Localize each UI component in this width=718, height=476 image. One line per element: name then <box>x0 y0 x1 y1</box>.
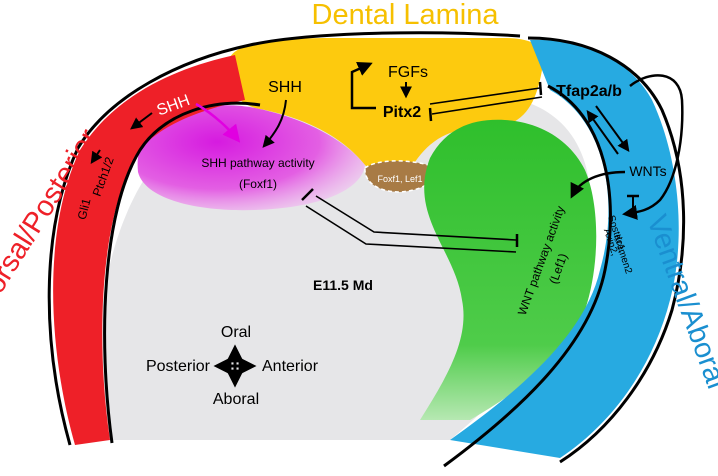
compass-aboral-label: Aboral <box>213 391 259 408</box>
fgfs-label: FGFs <box>388 64 428 81</box>
pitx2-inhibits-tfap2 <box>429 87 541 105</box>
ventral-band-edge <box>443 84 612 468</box>
stage-label: E11.5 Md <box>313 277 373 293</box>
dorsal-band-inner-edge <box>103 101 261 444</box>
tfap2-to-wnts-arrow <box>595 105 630 152</box>
knot-label: Foxf1, Lef1 <box>377 174 422 184</box>
shh-lamina-label: SHH <box>268 79 302 96</box>
wnt-inhibits-shh-bar <box>301 188 314 201</box>
pitx2-inhibits-tfap2-bar <box>538 81 543 96</box>
shh-activity-region <box>137 105 365 211</box>
compass-anterior-label: Anterior <box>262 358 319 375</box>
orientation-compass <box>213 344 257 388</box>
shh-inhibits-wnt <box>315 195 517 241</box>
wnts-to-wnt-activity-arrow <box>570 170 626 199</box>
ventral-band-outer-edge <box>527 36 686 464</box>
dental-lamina-title: Dental Lamina <box>312 0 500 31</box>
pitx2-label: Pitx2 <box>383 104 421 121</box>
foxf1-label: (Foxf1) <box>239 177 277 191</box>
wnts-to-tfap2-arrow <box>586 110 619 155</box>
wnts-label: WNTs <box>629 163 666 179</box>
shh-lamina-to-activity-arrow <box>262 99 287 148</box>
tfap2-label: Tfap2a/b <box>556 83 622 100</box>
wnt-activity-region <box>420 119 597 420</box>
pitx2-fgf-feedback-arrow <box>350 62 376 110</box>
shh-activity-label: SHH pathway activity <box>201 156 314 170</box>
tfap2-inhibits-pitx2-bar <box>428 107 433 122</box>
ptch-to-gli1-arrow <box>90 149 103 164</box>
gli1-label: Gli1 <box>75 197 94 221</box>
compass-posterior-label: Posterior <box>146 358 211 375</box>
tfap2-to-sostdc1-loop <box>622 74 684 220</box>
dental-lamina-region <box>227 38 544 176</box>
shh-dorsal-to-activity-arrow <box>195 102 241 143</box>
dorsal-band-outer-edge <box>47 31 521 446</box>
compass-oral-label: Oral <box>221 324 251 341</box>
tfap2-inhibits-pitx2 <box>431 96 543 115</box>
shh-to-ptch-arrow <box>130 112 153 130</box>
wnt-inhibits-shh <box>305 205 517 253</box>
